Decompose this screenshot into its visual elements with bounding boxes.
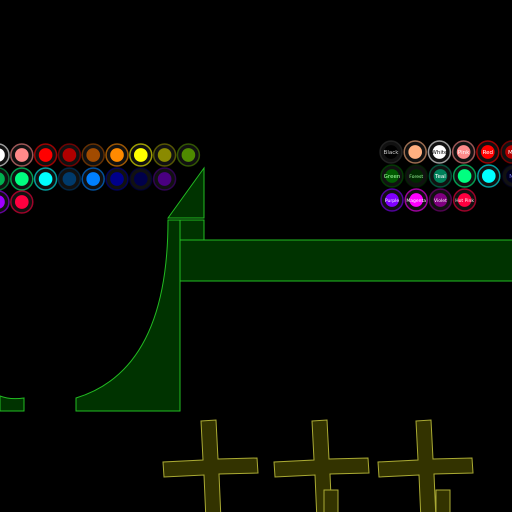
- swatch-label: Magenta: [406, 198, 426, 204]
- color-swatch[interactable]: Purple: [380, 188, 404, 212]
- swatch-label: Hot Pink: [455, 198, 474, 204]
- color-swatch[interactable]: [105, 143, 129, 167]
- swatch-label: Violet: [434, 198, 447, 204]
- swatch-label: Teal: [434, 174, 446, 180]
- swatch-fill: [110, 172, 124, 186]
- swatch-fill: [432, 145, 447, 159]
- color-swatch[interactable]: [33, 143, 58, 167]
- swatch-fill: [385, 193, 399, 207]
- swatch-fill: [110, 148, 124, 162]
- color-swatch[interactable]: [57, 143, 82, 167]
- color-swatch[interactable]: [152, 143, 177, 167]
- color-swatch[interactable]: [33, 167, 58, 191]
- wedge-ramp[interactable]: [167, 166, 205, 219]
- swatch-fill: [456, 145, 471, 159]
- color-swatch[interactable]: [81, 167, 105, 191]
- swatch-label: Red: [483, 150, 493, 156]
- cross-obstacle: [273, 419, 370, 512]
- swatch-fill: [433, 193, 448, 207]
- swatch-fill: [14, 172, 29, 186]
- color-palette-left: [0, 143, 201, 214]
- color-swatch[interactable]: Red: [476, 140, 500, 164]
- color-swatch[interactable]: [403, 140, 427, 164]
- color-swatch[interactable]: Violet: [428, 188, 453, 212]
- color-swatch[interactable]: [10, 190, 34, 214]
- color-swatch[interactable]: Na: [501, 164, 512, 188]
- color-swatch[interactable]: Ma: [500, 140, 512, 164]
- swatch-label: Forest: [409, 174, 423, 180]
- swatch-label: Ma: [508, 150, 512, 156]
- color-swatch[interactable]: [0, 190, 10, 214]
- swatch-fill: [133, 172, 148, 186]
- swatch-fill: [181, 148, 196, 162]
- swatch-fill: [0, 172, 5, 186]
- color-swatch[interactable]: [477, 164, 501, 188]
- color-swatch[interactable]: Green: [380, 164, 404, 188]
- color-swatch[interactable]: Magenta: [404, 188, 428, 212]
- swatch-label: White: [431, 150, 448, 156]
- swatch-fill: [157, 172, 172, 186]
- swatch-fill: [62, 172, 77, 186]
- cross-obstacle: [162, 419, 259, 512]
- swatch-fill: [86, 172, 101, 186]
- swatch-fill: [457, 169, 472, 183]
- quarter-pipe-ramp[interactable]: [75, 219, 181, 412]
- color-palette-right: Black White Pink Red MaGreen Forest Teal NaPurp…: [379, 140, 512, 212]
- cross-obstacles: [162, 419, 474, 512]
- color-swatch[interactable]: [57, 167, 82, 191]
- swatch-fill: [433, 169, 448, 183]
- color-swatch[interactable]: [0, 143, 10, 167]
- color-swatch[interactable]: [10, 143, 34, 167]
- color-swatch[interactable]: Teal: [428, 164, 453, 188]
- ramp-structure[interactable]: [0, 166, 512, 412]
- swatch-fill: [384, 145, 398, 159]
- swatch-fill: [14, 195, 29, 209]
- swatch-fill: [480, 145, 495, 159]
- color-swatch[interactable]: [152, 167, 177, 191]
- ramp-left-edge[interactable]: [0, 395, 25, 412]
- color-swatch[interactable]: Forest: [404, 164, 428, 188]
- swatch-fill: [408, 145, 423, 159]
- color-swatch[interactable]: [452, 164, 477, 188]
- swatch-fill: [505, 145, 512, 159]
- color-swatch[interactable]: Hot Pink: [452, 188, 477, 212]
- swatch-fill: [157, 148, 172, 162]
- swatch-fill: [0, 148, 5, 162]
- color-swatch[interactable]: [0, 167, 10, 191]
- ramp-support-block[interactable]: [179, 219, 205, 241]
- color-swatch[interactable]: [129, 167, 153, 191]
- swatch-fill: [14, 148, 29, 162]
- swatch-fill: [481, 169, 496, 183]
- color-swatch[interactable]: [105, 167, 129, 191]
- color-swatch[interactable]: [176, 143, 201, 167]
- swatch-fill: [457, 193, 472, 207]
- color-swatch[interactable]: [81, 143, 105, 167]
- swatch-fill: [385, 169, 399, 183]
- swatch-fill: [409, 169, 424, 183]
- swatch-label: Green: [384, 174, 401, 180]
- cross-obstacle: [377, 419, 474, 512]
- swatch-fill: [133, 148, 148, 162]
- color-swatch[interactable]: [10, 167, 34, 191]
- swatch-fill: [0, 195, 5, 209]
- color-swatch[interactable]: Pink: [451, 140, 476, 164]
- swatch-fill: [62, 148, 77, 162]
- color-swatch[interactable]: White: [427, 140, 452, 164]
- color-swatch[interactable]: Black: [379, 140, 403, 164]
- swatch-label: Pink: [458, 150, 470, 156]
- long-platform[interactable]: [179, 239, 512, 282]
- swatch-label: Black: [384, 150, 400, 156]
- swatch-fill: [86, 148, 101, 162]
- swatch-label: Purple: [385, 198, 399, 204]
- swatch-fill: [38, 172, 53, 186]
- swatch-fill: [38, 148, 53, 162]
- swatch-label: Na: [509, 174, 512, 180]
- swatch-fill: [409, 193, 424, 207]
- color-swatch[interactable]: [129, 143, 153, 167]
- swatch-fill: [506, 169, 512, 183]
